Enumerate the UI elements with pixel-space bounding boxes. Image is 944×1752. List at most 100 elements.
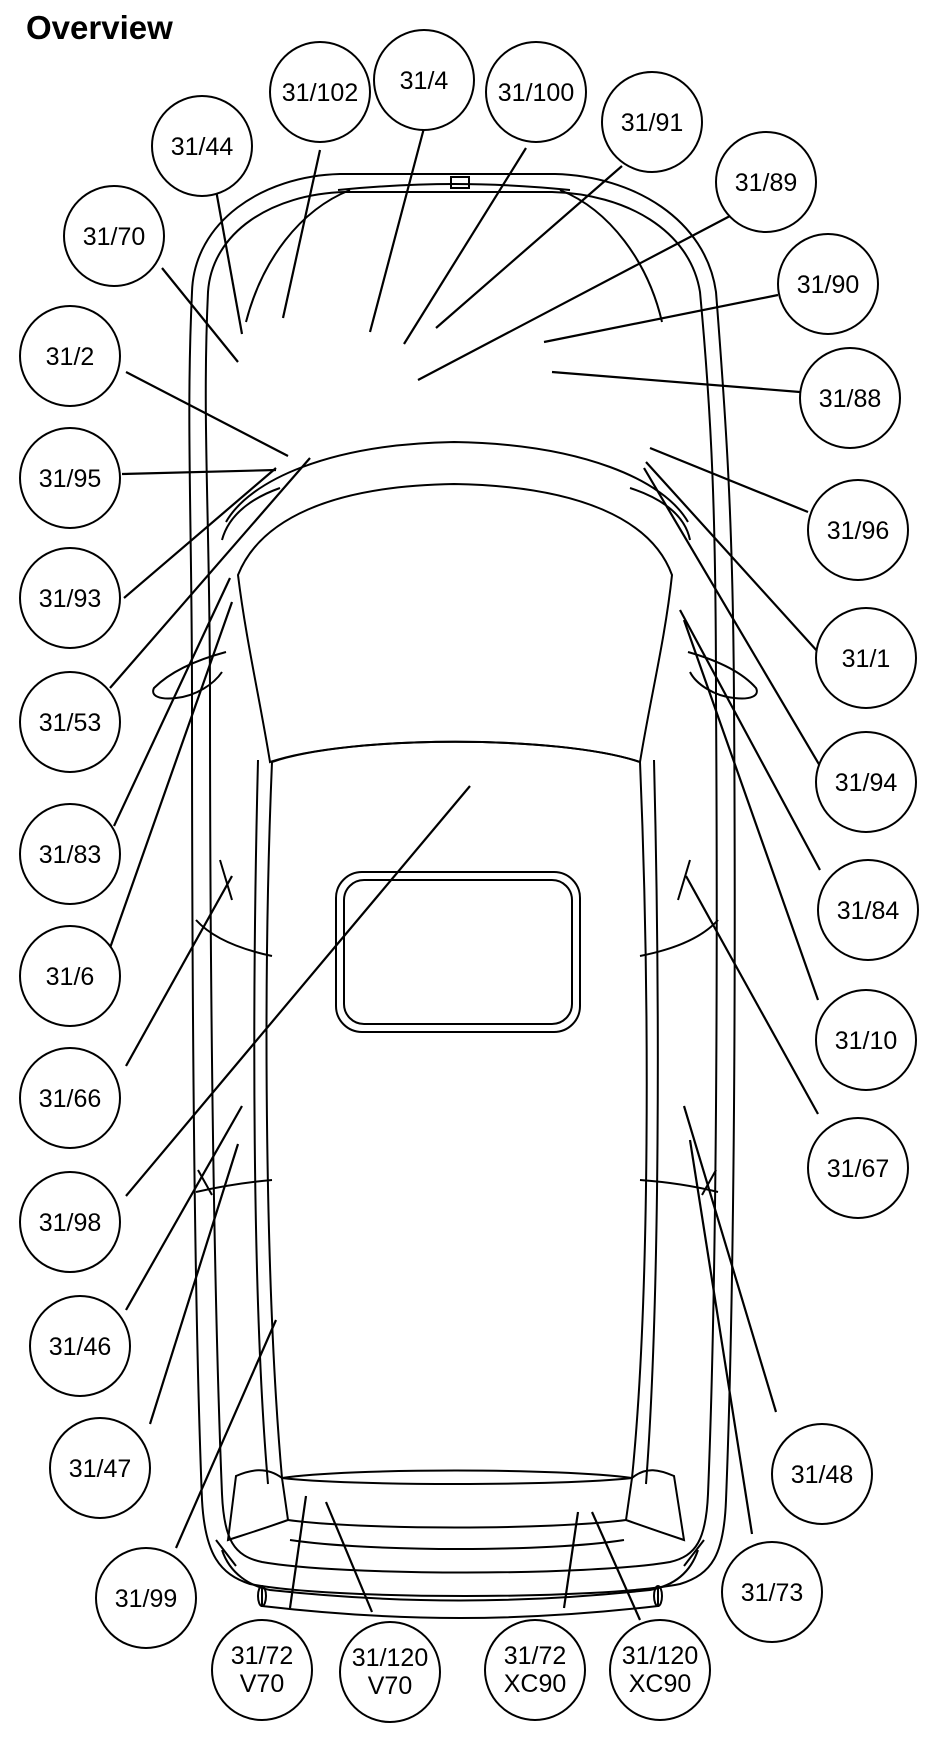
leader-31-70 [161, 267, 239, 363]
leader-31-99 [174, 1319, 278, 1549]
page-title: Overview [26, 9, 173, 46]
leader-31-83 [113, 577, 231, 827]
callout-31-94: 31/94 [815, 731, 917, 833]
leader-31-72-v70 [288, 1495, 308, 1609]
leader-31-91 [435, 165, 623, 329]
leader-31-120-xc90 [590, 1511, 642, 1621]
callout-variant: XC90 [504, 1670, 567, 1698]
callout-31-84: 31/84 [817, 859, 919, 961]
callout-label: 31/98 [39, 1209, 102, 1237]
callout-label: 31/102 [282, 79, 358, 107]
callout-31-72-v70: 31/72 V70 [211, 1619, 313, 1721]
callout-label: 31/73 [741, 1579, 804, 1607]
leader-31-46 [125, 1105, 243, 1311]
callout-label: 31/67 [827, 1155, 890, 1183]
callout-31-93: 31/93 [19, 547, 121, 649]
callout-31-120-xc90: 31/120 XC90 [609, 1619, 711, 1721]
callout-31-98: 31/98 [19, 1171, 121, 1273]
callout-label: 31/84 [837, 897, 900, 925]
leader-31-66 [125, 875, 233, 1067]
leader-31-98 [125, 785, 471, 1197]
callout-label: 31/2 [46, 343, 95, 371]
leader-31-89 [417, 215, 731, 381]
callout-31-2: 31/2 [19, 305, 121, 407]
callout-label: 31/72 [231, 1642, 294, 1670]
leader-31-4 [368, 127, 426, 333]
callout-label: 31/10 [835, 1027, 898, 1055]
leader-31-93 [123, 467, 277, 599]
leader-31-44 [214, 189, 244, 335]
callout-31-53: 31/53 [19, 671, 121, 773]
callout-31-100: 31/100 [485, 41, 587, 143]
callout-label: 31/47 [69, 1455, 132, 1483]
leader-31-90 [543, 293, 779, 344]
leader-31-88 [551, 370, 801, 394]
leader-31-67 [685, 875, 819, 1115]
leader-lines [108, 127, 821, 1621]
callout-variant: V70 [240, 1670, 284, 1698]
leader-31-102 [281, 149, 322, 319]
callout-label: 31/6 [46, 963, 95, 991]
leader-31-47 [148, 1143, 240, 1425]
leader-31-96 [649, 446, 809, 514]
callout-label: 31/46 [49, 1333, 112, 1361]
leader-31-95 [121, 468, 277, 476]
callout-31-120-v70: 31/120 V70 [339, 1621, 441, 1723]
callout-31-88: 31/88 [799, 347, 901, 449]
leader-31-48 [682, 1105, 778, 1413]
callout-label: 31/90 [797, 271, 860, 299]
leader-31-53 [109, 457, 311, 689]
callout-label: 31/93 [39, 585, 102, 613]
callout-label: 31/100 [498, 79, 574, 107]
leader-31-10 [682, 619, 820, 1001]
callout-31-46: 31/46 [29, 1295, 131, 1397]
callout-label: 31/1 [842, 645, 891, 673]
callout-31-90: 31/90 [777, 233, 879, 335]
callout-31-1: 31/1 [815, 607, 917, 709]
callout-variant: XC90 [629, 1670, 692, 1698]
callouts: 31/102 31/4 31/100 31/91 31/89 31/90 31/… [19, 29, 919, 1723]
callout-label: 31/70 [83, 223, 146, 251]
callout-label: 31/4 [400, 67, 449, 95]
callout-31-73: 31/73 [721, 1541, 823, 1643]
leader-31-1 [645, 461, 819, 653]
callout-label: 31/120 [352, 1644, 428, 1672]
callout-label: 31/44 [171, 133, 234, 161]
callout-label: 31/53 [39, 709, 102, 737]
callout-31-99: 31/99 [95, 1547, 197, 1649]
callout-label: 31/120 [622, 1642, 698, 1670]
callout-label: 31/89 [735, 169, 798, 197]
callout-label: 31/99 [115, 1585, 178, 1613]
callout-31-10: 31/10 [815, 989, 917, 1091]
leader-31-120-v70 [324, 1501, 374, 1613]
callout-31-44: 31/44 [151, 95, 253, 197]
callout-label: 31/96 [827, 517, 890, 545]
callout-label: 31/83 [39, 841, 102, 869]
callout-label: 31/94 [835, 769, 898, 797]
callout-31-96: 31/96 [807, 479, 909, 581]
callout-31-66: 31/66 [19, 1047, 121, 1149]
callout-31-48: 31/48 [771, 1423, 873, 1525]
callout-variant: V70 [368, 1672, 412, 1700]
callout-31-102: 31/102 [269, 41, 371, 143]
callout-31-4: 31/4 [373, 29, 475, 131]
leader-31-84 [679, 609, 821, 871]
leader-31-94 [643, 467, 821, 767]
leader-31-2 [125, 371, 289, 457]
callout-31-91: 31/91 [601, 71, 703, 173]
callout-label: 31/88 [819, 385, 882, 413]
leader-31-100 [403, 147, 527, 345]
callout-31-67: 31/67 [807, 1117, 909, 1219]
callout-31-6: 31/6 [19, 925, 121, 1027]
callout-label: 31/48 [791, 1461, 854, 1489]
leader-31-73 [688, 1139, 754, 1535]
leader-31-6 [108, 601, 234, 949]
callout-label: 31/95 [39, 465, 102, 493]
callout-label: 31/66 [39, 1085, 102, 1113]
callout-label: 31/72 [504, 1642, 567, 1670]
callout-31-83: 31/83 [19, 803, 121, 905]
callout-31-70: 31/70 [63, 185, 165, 287]
car-outline [152, 173, 758, 1619]
leader-31-72-xc90 [562, 1511, 580, 1609]
